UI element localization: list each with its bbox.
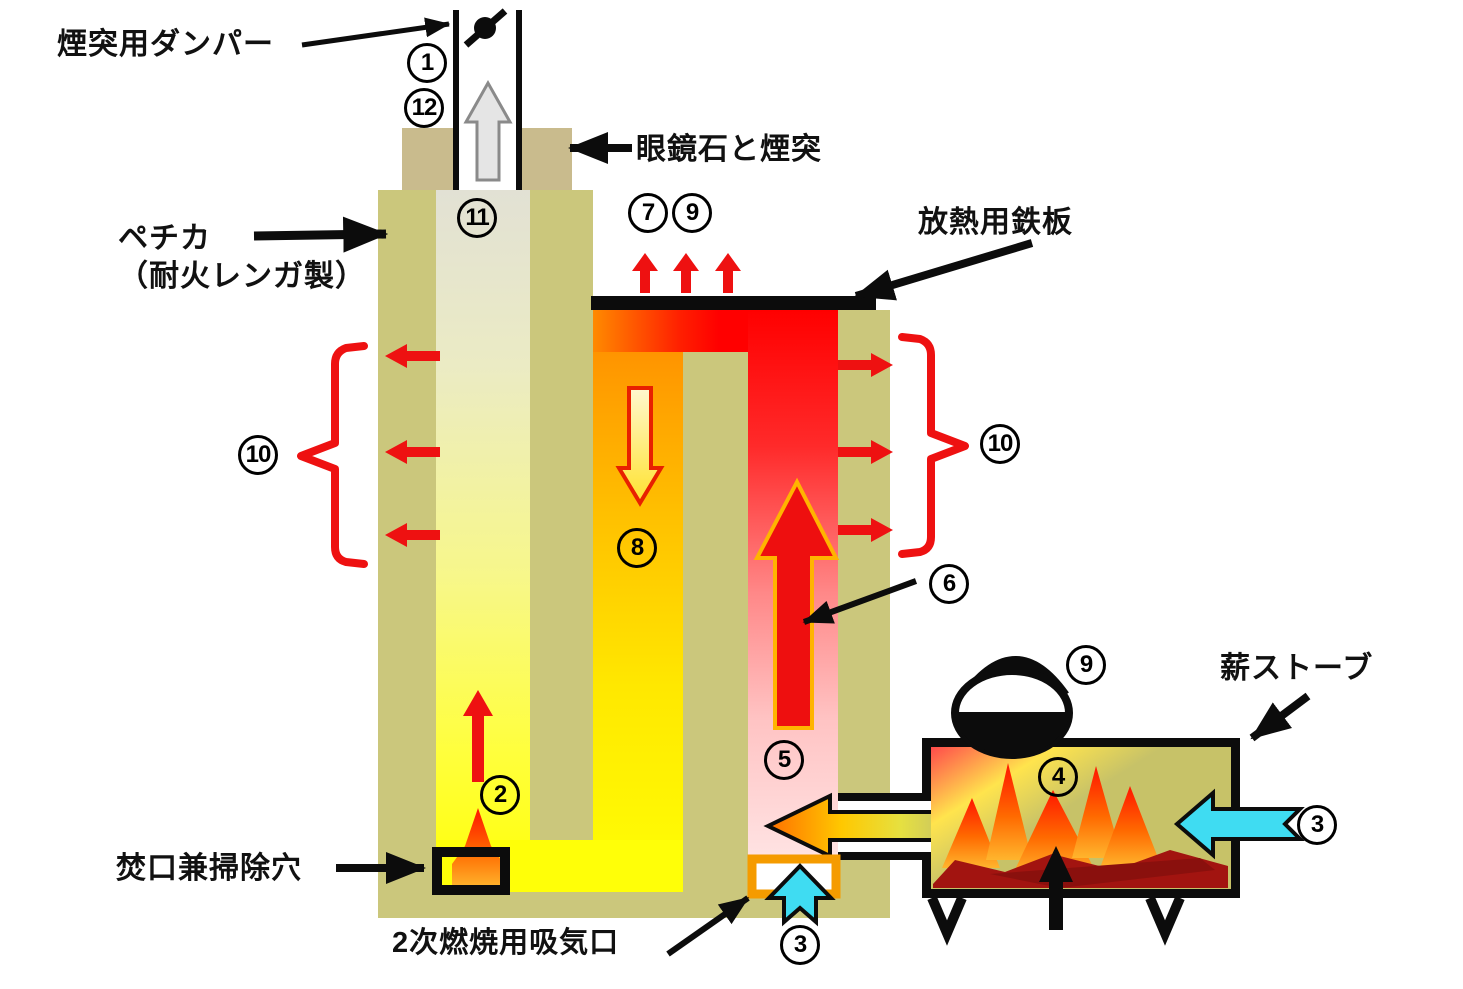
secair-pointer-arrow xyxy=(666,895,750,957)
chimney-damper-label: 煙突用ダンパー xyxy=(57,28,274,61)
circled-number-1: 1 xyxy=(407,43,447,83)
heat-arrow-up xyxy=(673,253,699,293)
inner-divider-wall xyxy=(683,352,748,892)
flame xyxy=(986,763,1032,860)
flame xyxy=(1100,786,1162,868)
pechka-label: ペチカ （耐火レンガ製） xyxy=(118,220,366,295)
eyeglass-stone-label: 眼鏡石と煙突 xyxy=(636,133,822,166)
pechka-label-line2: （耐火レンガ製） xyxy=(118,259,366,293)
heat-arrow-left xyxy=(385,440,440,464)
circled-number-3-stove: 3 xyxy=(1297,805,1337,845)
flame xyxy=(1072,766,1122,858)
chimney-damper-icon xyxy=(474,17,496,39)
flame xyxy=(942,798,1000,868)
stove-leg xyxy=(927,896,967,946)
circled-number-9-top: 9 xyxy=(672,193,712,233)
heat-arrow-right xyxy=(838,353,893,377)
circled-number-11: 11 xyxy=(457,198,497,238)
stove-bottom-wall xyxy=(922,889,1240,898)
cooking-pot xyxy=(951,656,1073,759)
circled-number-6: 6 xyxy=(929,564,969,604)
pechka-pointer-arrow xyxy=(253,216,389,253)
stove-flames xyxy=(942,763,1162,876)
pechka-label-line1: ペチカ xyxy=(118,222,211,255)
heat-arrow-left xyxy=(385,523,440,547)
circled-number-2: 2 xyxy=(480,775,520,815)
chimney-pipe-right-wall xyxy=(516,10,522,190)
under-grate-air-arrow xyxy=(1039,846,1073,930)
top-crossover-passage xyxy=(593,310,750,352)
fresh-air-arrow xyxy=(1173,788,1305,860)
left-flue-up-arrow xyxy=(463,690,493,782)
circled-number-10-left: 10 xyxy=(238,435,278,475)
stove-pointer-arrow xyxy=(1249,692,1311,742)
number6-pointer-arrow xyxy=(802,578,918,625)
circled-number-12: 12 xyxy=(404,88,444,128)
left-brace xyxy=(297,342,368,568)
heat-arrow-right xyxy=(838,518,893,542)
heat-arrow-right xyxy=(838,440,893,464)
pot-bottom xyxy=(955,712,1069,755)
circled-number-5: 5 xyxy=(764,740,804,780)
left-heat-arrows xyxy=(385,344,440,547)
circled-number-3-bottom: 3 xyxy=(780,925,820,965)
firing-port-box xyxy=(432,847,510,895)
updraft-arrow xyxy=(753,477,840,730)
secondary-air-arrow xyxy=(764,863,836,927)
firing-port-label: 焚口兼掃除穴 xyxy=(116,852,302,885)
wood-stove-label: 薪ストーブ xyxy=(1220,652,1374,685)
stove-top-wall xyxy=(922,738,1240,747)
stove-left-wall-lower xyxy=(922,852,931,898)
right-brace xyxy=(898,333,969,558)
plate-heat-arrows xyxy=(632,253,741,293)
circled-number-10-right: 10 xyxy=(980,424,1020,464)
stove-leg xyxy=(1145,896,1185,946)
heat-arrow-up xyxy=(632,253,658,293)
circled-number-4: 4 xyxy=(1038,757,1078,797)
duct-bottom-wall xyxy=(838,852,931,860)
circled-number-7: 7 xyxy=(628,193,668,233)
duct-top-wall xyxy=(838,793,931,801)
damper-pointer-arrow xyxy=(301,17,451,48)
iron-plate-label: 放熱用鉄板 xyxy=(918,206,1073,239)
downdraft-arrow xyxy=(615,386,665,507)
circled-number-8: 8 xyxy=(617,528,657,568)
stove-left-wall-upper xyxy=(922,738,931,801)
circled-number-9-pot: 9 xyxy=(1066,645,1106,685)
plate-pointer-arrow xyxy=(854,239,1034,301)
radiant-iron-plate xyxy=(591,296,876,310)
smoke-up-arrow xyxy=(463,79,513,182)
right-heat-arrows xyxy=(838,353,893,542)
chimney-pipe-left-wall xyxy=(453,10,459,190)
heat-arrow-up xyxy=(715,253,741,293)
heat-arrow-left xyxy=(385,344,440,368)
secondary-air-label: 2次燃焼用吸気口 xyxy=(392,927,620,959)
